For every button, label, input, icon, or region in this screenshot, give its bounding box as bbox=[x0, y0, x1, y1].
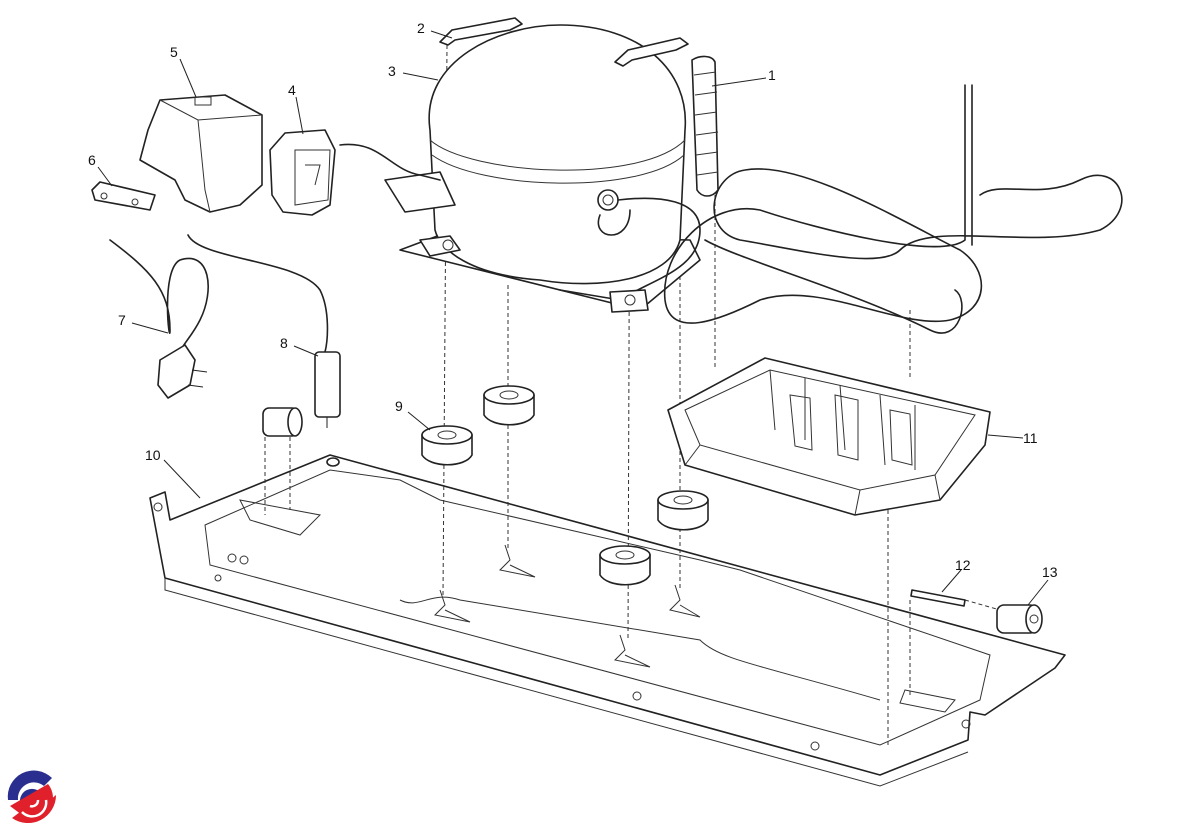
tray-grommet bbox=[996, 604, 1043, 634]
callout-12: 12 bbox=[955, 557, 971, 573]
callout-2: 2 bbox=[417, 20, 425, 36]
brand-logo bbox=[7, 770, 57, 824]
callout-13: 13 bbox=[1042, 564, 1058, 580]
capacitor bbox=[187, 234, 341, 467]
callout-3: 3 bbox=[388, 63, 396, 79]
alignment-lines bbox=[264, 44, 1001, 745]
base-plate bbox=[149, 454, 1066, 787]
callout-8: 8 bbox=[280, 335, 288, 351]
callout-leaders bbox=[97, 30, 1049, 606]
drain-hose bbox=[691, 55, 719, 197]
condenser-tubing bbox=[339, 84, 1123, 334]
pin bbox=[910, 589, 966, 607]
callout-7: 7 bbox=[118, 312, 126, 328]
callout-5: 5 bbox=[170, 44, 178, 60]
compressor bbox=[384, 24, 701, 313]
rubber-feet bbox=[421, 385, 709, 586]
callout-1: 1 bbox=[768, 67, 776, 83]
cord-grommet bbox=[262, 407, 303, 437]
callout-11: 11 bbox=[1023, 430, 1038, 446]
drip-tray bbox=[667, 357, 991, 516]
cable-clip bbox=[91, 181, 156, 211]
callout-4: 4 bbox=[288, 82, 296, 98]
callout-6: 6 bbox=[88, 152, 96, 168]
mounting-clip bbox=[439, 17, 689, 67]
power-cord bbox=[109, 239, 209, 399]
relay bbox=[269, 129, 336, 216]
callout-9: 9 bbox=[395, 398, 403, 414]
relay-cover bbox=[139, 94, 263, 213]
callout-10: 10 bbox=[145, 447, 161, 463]
callout-labels: 1 2 3 4 5 6 7 8 9 10 11 12 13 bbox=[88, 20, 1058, 580]
